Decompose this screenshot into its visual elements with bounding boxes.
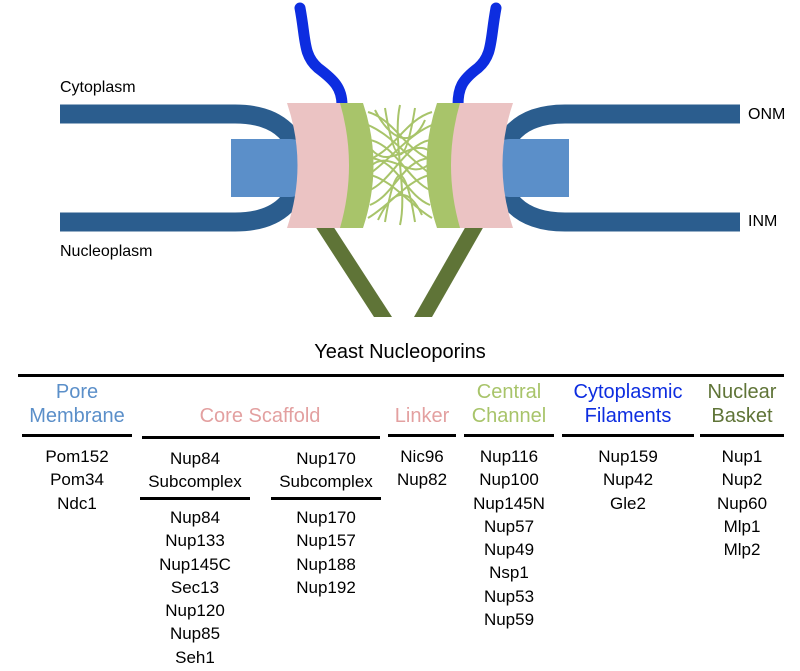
central-channel-ring-right [426,103,460,228]
core-scaffold-header: Core Scaffold [199,405,321,427]
pore-membrane-header: Membrane [29,405,125,427]
onm-label: ONM [748,106,786,123]
central-channel-column: Central Channel Nup116 Nup100 Nup145N Nu… [464,380,554,631]
nup170-subcomplex-rule [271,497,381,500]
inm-label: INM [748,213,778,230]
pore-membrane-column: Pore Membrane Pom152 Pom34 Ndc1 [22,380,132,515]
nup84-subcomplex-column: Nup84 Subcomplex Nup84 Nup133 Nup145C Se… [138,447,252,669]
nucleoplasm-label: Nucleoplasm [60,243,153,260]
list-item: Nup116 [479,447,539,466]
nup84-subcomplex-rule [140,497,250,500]
table-title: Yeast Nucleoporins [314,341,486,363]
list-item: Gle2 [610,493,646,513]
pore-membrane-header: Pore [55,381,99,403]
cytoplasmic-filament-right [452,2,502,111]
cytoplasmic-filaments-header: Cytoplasmic [573,381,683,403]
cytoplasmic-filament-left [294,2,348,111]
pore-membrane-left [231,139,314,197]
nuclear-basket-header: Basket [711,405,773,427]
list-item: Ndc1 [57,493,97,513]
core-scaffold-rule [142,436,380,439]
nup84-subheader: Nup84 [169,449,221,468]
table-top-rule [18,374,784,377]
list-item: Pom34 [50,470,104,490]
central-channel-ring-left [340,103,374,228]
list-item: Nup57 [483,516,535,536]
list-item: Nup159 [598,447,658,466]
nup170-subheader: Subcomplex [279,472,373,491]
cytoplasmic-filaments-column: Cytoplasmic Filaments Nup159 Nup42 Gle2 [562,380,694,515]
list-item: Nup60 [716,493,768,513]
list-item: Nup2 [721,470,763,490]
list-item: Mlp1 [723,516,761,536]
cytoplasm-label: Cytoplasm [60,79,136,96]
nuclear-basket-right [414,226,484,317]
list-item: Nup85 [169,624,221,644]
list-item: Nsp1 [489,563,529,583]
central-channel-header: Channel [471,405,547,427]
fg-repeat-mesh [367,104,433,226]
nuclear-basket-left [315,226,392,317]
linker-column: Linker Nic96 Nup82 [388,404,456,492]
list-item: Nup1 [721,447,763,466]
list-item: Nup82 [396,470,448,490]
list-item: Nup145N [473,493,545,513]
list-item: Sec13 [170,577,220,597]
list-item: Nup84 [169,508,221,527]
list-item: Nup188 [296,554,356,574]
nuclear-basket-rule [700,434,784,437]
list-item: Seh1 [175,647,215,667]
core-scaffold-right [448,103,513,228]
list-item: Nup145C [159,554,231,574]
list-item: Nup192 [296,577,356,597]
nuclear-basket-header: Nuclear [707,381,777,403]
pore-membrane-rule [22,434,132,437]
list-item: Nup133 [165,531,225,551]
core-scaffold-left [287,103,352,228]
nuclear-pore-diagram [60,2,740,317]
linker-rule [388,434,456,437]
list-item: Nup120 [165,601,225,621]
nuclear-basket-column: Nuclear Basket Nup1 Nup2 Nup60 Mlp1 Mlp2 [700,380,784,561]
core-scaffold-column: Core Scaffold [140,404,380,428]
list-item: Nic96 [400,447,444,466]
list-item: Nup170 [296,508,356,527]
cytoplasmic-filaments-rule [562,434,694,437]
central-channel-header: Central [476,381,542,403]
nup170-subcomplex-column: Nup170 Subcomplex Nup170 Nup157 Nup188 N… [268,447,384,599]
list-item: Pom152 [45,447,109,466]
pore-membrane-right [486,139,569,197]
cytoplasmic-filaments-header: Filaments [584,405,672,427]
list-item: Nup53 [483,586,535,606]
linker-header: Linker [394,405,450,427]
list-item: Nup42 [602,470,654,490]
nup84-subheader: Subcomplex [148,472,242,491]
list-item: Nup49 [483,540,535,560]
list-item: Nup59 [483,610,535,630]
central-channel-rule [464,434,554,437]
nup170-subheader: Nup170 [296,449,356,468]
list-item: Mlp2 [723,540,761,560]
list-item: Nup100 [479,470,539,490]
list-item: Nup157 [296,531,356,551]
